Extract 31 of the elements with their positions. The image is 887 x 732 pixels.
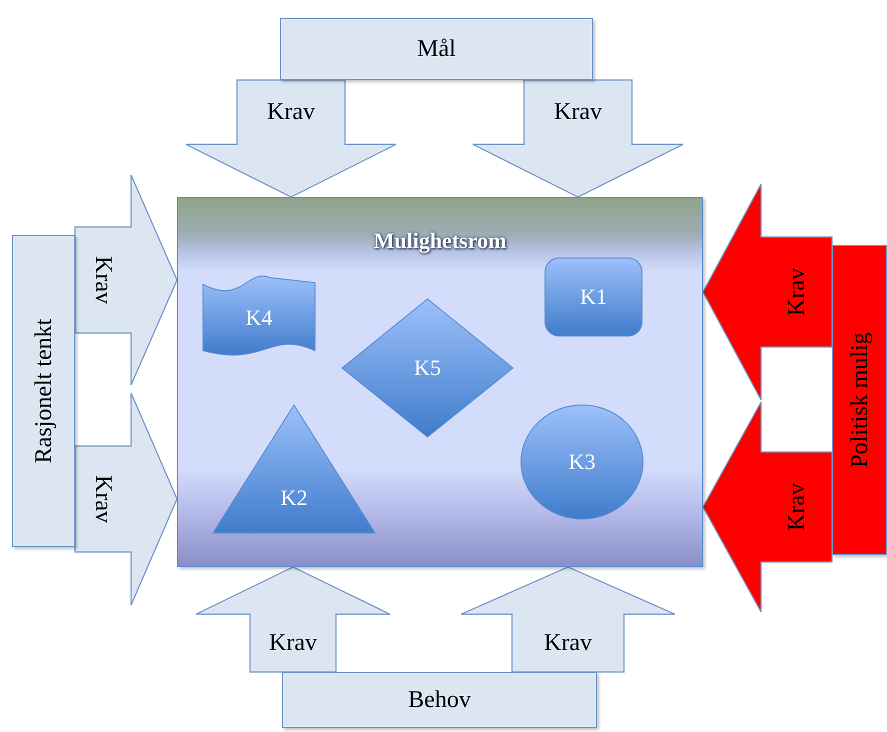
- box-label: Politisk mulig: [848, 332, 872, 468]
- panel-title: Mulighetsrom: [374, 230, 506, 252]
- shape-label: K1: [580, 286, 607, 308]
- shape-label: K4: [246, 306, 272, 328]
- block-arrow: [74, 174, 178, 386]
- edge-label: Krav: [91, 475, 116, 523]
- possibility-space-panel: [177, 197, 703, 567]
- block-arrow: [185, 79, 397, 198]
- edge-label: Krav: [267, 100, 315, 124]
- block-arrow: [195, 566, 391, 673]
- box-label: Rasjonelt tenkt: [32, 318, 56, 464]
- label-box: [12, 235, 75, 547]
- box-label: Mål: [417, 37, 456, 61]
- block-arrow: [472, 79, 684, 198]
- block-arrow: [702, 401, 833, 613]
- edge-label: Krav: [554, 100, 602, 124]
- block-arrow: [702, 183, 833, 401]
- shape-label: K5: [414, 357, 441, 379]
- block-arrow: [74, 392, 178, 606]
- edge-label: Krav: [784, 268, 809, 316]
- edge-label: Krav: [91, 256, 116, 304]
- edge-label: Krav: [544, 631, 592, 656]
- edge-label: Krav: [784, 483, 809, 531]
- shape-label: K2: [280, 487, 308, 510]
- box-label: Behov: [408, 688, 471, 712]
- label-box: [832, 245, 887, 555]
- edge-label: Krav: [269, 631, 317, 656]
- shape-label: K3: [568, 451, 596, 473]
- block-arrow: [460, 566, 676, 673]
- label-box: [280, 18, 593, 80]
- label-box: [282, 672, 597, 728]
